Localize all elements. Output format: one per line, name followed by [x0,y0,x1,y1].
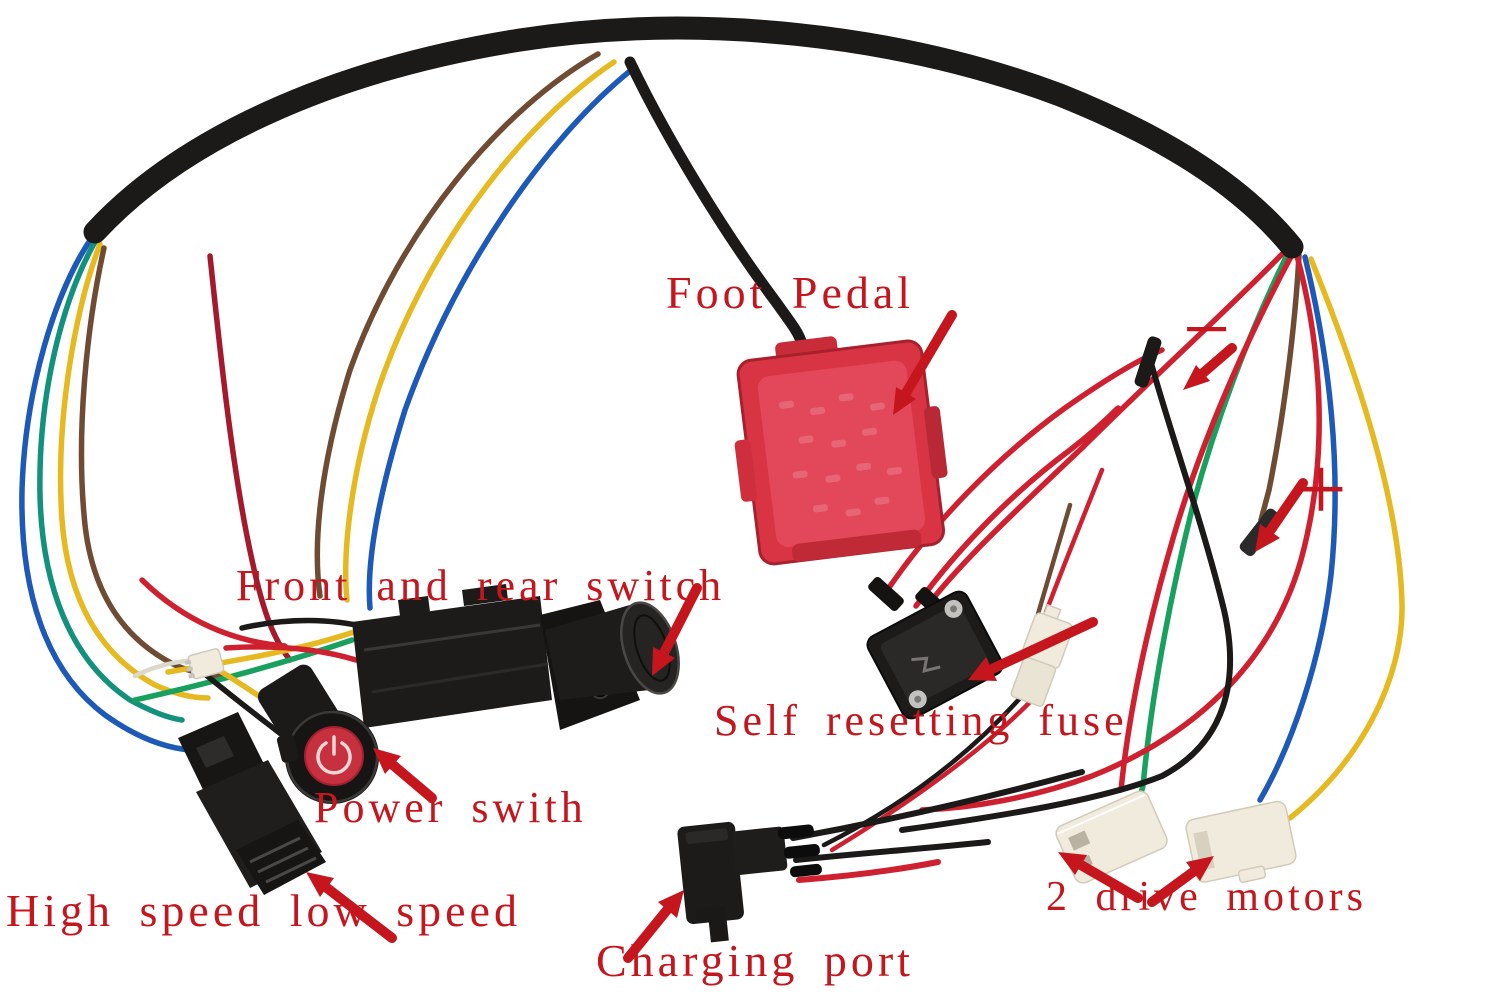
arrow-to-fuse [968,617,1098,681]
wire-charging-red [796,859,941,883]
label-power-switch: Power swith [314,783,587,832]
front-rear-switch-tab-2 [462,584,508,606]
wire-left-brown [78,245,231,679]
label-front-rear-switch: Front and rear switch [236,561,726,610]
wire-cluster-red [223,644,359,663]
arrow-to-motor-left [1058,852,1143,903]
motor-connector-left-slot-1 [1068,830,1091,851]
foot-pedal-tab-left [734,439,757,502]
wire-charging-black-1 [790,769,1085,841]
power-switch-mount-tab [276,734,299,763]
label-self-resetting-fuse: Self resetting fuse [714,696,1128,745]
power-switch-button-rim [304,726,364,786]
fuse-rivet-2-center [950,605,958,613]
plus-symbol: + [1295,438,1347,540]
fuse-face [880,605,990,705]
arrow-to-foot-pedal [893,310,957,415]
charging-port-crimp-2 [783,843,820,859]
wire-inner-yellow [343,59,617,603]
power-switch [257,664,379,804]
arrow-to-front-rear-switch [652,583,702,676]
foot-pedal-texture [779,393,902,517]
right-wire-bundle [899,246,1405,833]
wire-charging-black-2 [793,839,991,863]
front-rear-switch-body [352,596,552,728]
charging-port-crimp-3 [789,863,822,878]
left-wire-bundle [19,233,357,753]
wire-inline-red-down [829,697,1035,853]
front-rear-switch-tab-1 [398,596,430,616]
label-charging-port: Charging port [596,935,914,986]
arrow-to-charging-port [623,890,684,963]
wire-right-blue-motor [1257,254,1338,803]
high-low-switch-rocker [236,820,326,895]
minus-symbol: − [1183,283,1231,376]
front-rear-switch-seam-1 [363,623,541,652]
arrow-to-high-low-switch [306,872,397,943]
wire-left-blue [19,233,193,753]
wire-fuse-red-2 [913,405,1121,609]
wire-left-crimson [207,253,293,663]
main-harness-sleeve [83,16,1304,259]
inline-connector-half-2 [1010,656,1057,707]
jst-pin-1 [184,659,192,666]
wire-left-red-cross [139,577,288,649]
foot-pedal-tab-right [924,406,948,479]
wire-cluster-black-2 [239,617,372,631]
jst-pin-2 [186,666,194,672]
fuse-terminal-1 [868,576,904,612]
wire-inner-blue [366,68,633,611]
inner-arc-wires [314,51,633,611]
charging-port-crimp-1 [777,824,814,840]
front-rear-switch-seam-2 [371,662,549,694]
label-high-low-speed: High speed low speed [6,885,521,936]
jst-connector [184,648,225,680]
foot-pedal-face [757,360,926,547]
negative-terminal [1134,336,1162,388]
motor-connector-left-ridge [1057,793,1146,835]
arrow-to-negative-terminal [1183,343,1237,390]
label-drive-motors: 2 drive motors [1046,874,1367,920]
charging-port-top-detail [685,828,729,845]
wire-right-yellow-motor [1287,256,1405,821]
foot-pedal-lip [791,529,922,562]
arrow-to-power-switch [373,748,437,803]
high-low-switch-ridges [249,836,317,884]
high-low-speed-switch [178,712,326,895]
motor-connector-right-latch [1237,865,1267,883]
power-switch-button [305,727,363,785]
wire-right-brown-plus [1258,252,1302,523]
charging-port [677,821,822,943]
charging-port-body [677,821,744,925]
fuse-rivet-1-center [914,695,922,703]
power-icon [316,735,352,775]
arrow-to-positive-terminal [1255,478,1308,552]
self-resetting-fuse [866,576,1004,720]
wire-right-red-fuse [929,246,1290,603]
high-low-switch-connector-slot [196,736,234,768]
wire-right-red-sweep [919,249,1322,813]
arrow-to-motor-right [1147,856,1214,907]
charging-port-hook [695,905,729,943]
wire-left-teal [37,237,185,723]
wire-inner-brown [314,51,601,599]
wire-negative-black [899,349,1234,833]
front-rear-switch [352,584,680,730]
wire-left-yellow [57,241,211,701]
wire-left-green-cross [132,637,355,703]
fuse-marking [911,656,941,673]
label-foot-pedal: Foot Pedal [666,267,915,318]
foot-pedal [734,336,948,566]
wire-inline-red-up [1043,467,1105,615]
annotation-arrows [306,310,1308,963]
wire-right-red-motor [1118,250,1296,793]
jst-pin-3 [188,673,196,679]
wire-inline-brown-up [1035,502,1073,617]
charging-port-wires [790,769,1085,883]
foot-pedal-cable [624,56,807,347]
charging-port-arm [731,826,788,875]
